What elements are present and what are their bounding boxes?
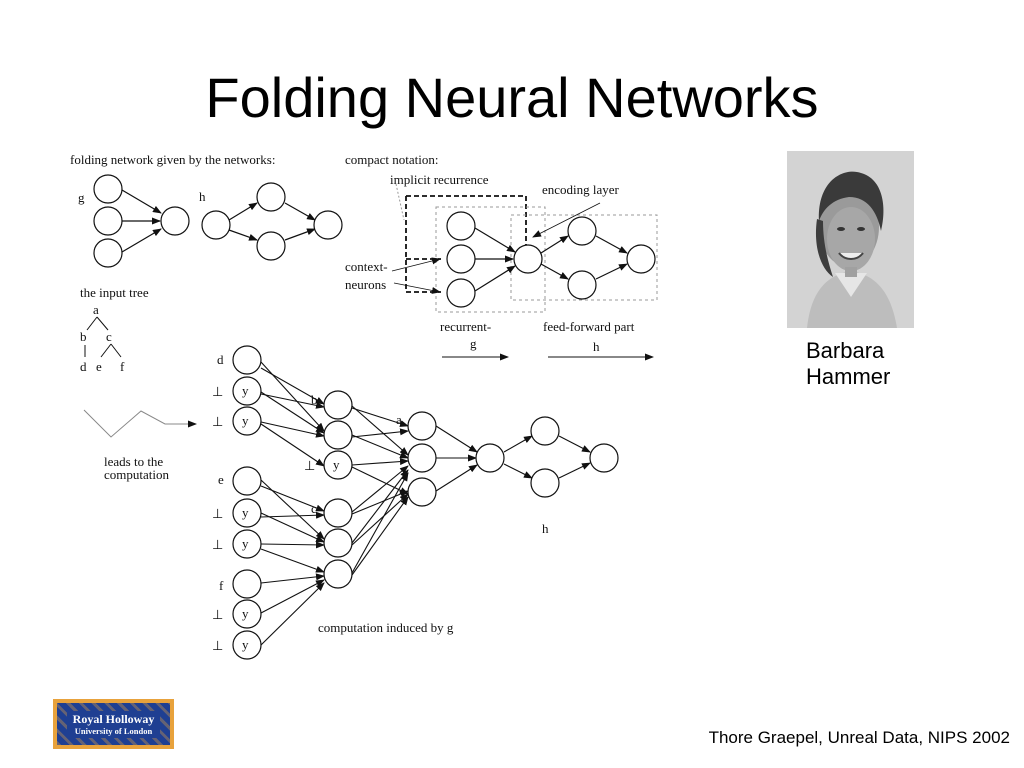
tree-node-b: b: [80, 329, 87, 344]
portrait-photo: [787, 151, 914, 328]
comp-label-c: c: [311, 501, 317, 516]
recurrent-label: recurrent-: [440, 319, 491, 334]
compact-network: [391, 202, 656, 308]
tree-node-f: f: [120, 359, 125, 374]
royal-holloway-logo: Royal Holloway University of London: [53, 699, 174, 749]
tree-node-e: e: [96, 359, 102, 374]
bottom-symbol: ⊥: [212, 414, 223, 429]
footer-credit: Thore Graepel, Unreal Data, NIPS 2002: [708, 728, 1010, 747]
network-h-label: h: [199, 189, 206, 204]
context-neurons-line1: context-: [345, 259, 388, 274]
tree-node-d: d: [80, 359, 87, 374]
y-node-label: y: [242, 606, 249, 621]
comp-label-d: d: [217, 352, 224, 367]
computation-edges: [260, 361, 591, 646]
leads-to-arrow: [83, 409, 197, 438]
comp-label-a: a: [396, 412, 402, 427]
comp-label-b: b: [311, 392, 318, 407]
context-neurons-line2: neurons: [345, 277, 386, 292]
computation-labels: d e f b c a h ⊥ ⊥ ⊥ ⊥ ⊥ ⊥ ⊥ y y y y y y …: [212, 352, 549, 653]
y-node-label: y: [242, 383, 249, 398]
input-tree: [84, 316, 122, 358]
logo-line2: University of London: [74, 725, 153, 736]
photo-caption-line1: Barbara: [806, 338, 885, 363]
network-g: [93, 174, 190, 268]
feedforward-label: feed-forward part: [543, 319, 635, 334]
leads-to-line2: computation: [104, 467, 169, 482]
input-tree-heading: the input tree: [80, 285, 149, 300]
y-node-label: y: [242, 413, 249, 428]
comp-label-f: f: [219, 578, 224, 593]
network-g-label: g: [78, 190, 85, 205]
comp-label-h: h: [542, 521, 549, 536]
bottom-symbol: ⊥: [212, 384, 223, 399]
tree-node-c: c: [106, 329, 112, 344]
encoding-layer-label: encoding layer: [542, 182, 620, 197]
y-node-label: y: [242, 505, 249, 520]
logo-line1: Royal Holloway: [72, 711, 155, 726]
y-node-label: y: [242, 536, 249, 551]
feedforward-h-label: h: [593, 339, 600, 354]
compact-dashed-boxes: [395, 183, 658, 313]
computation-caption: computation induced by g: [318, 620, 454, 635]
compact-heading: compact notation:: [345, 152, 439, 167]
y-node-label: y: [242, 637, 249, 652]
bottom-symbol: ⊥: [212, 607, 223, 622]
bottom-symbol: ⊥: [212, 638, 223, 653]
bottom-symbol: ⊥: [304, 458, 315, 473]
bottom-symbol: ⊥: [212, 537, 223, 552]
computation-nodes: [232, 345, 619, 660]
tree-node-a: a: [93, 302, 99, 317]
recurrent-g-label: g: [470, 336, 477, 351]
y-node-label: y: [333, 457, 340, 472]
leads-to-line1: leads to the: [104, 454, 163, 469]
implicit-recurrence-label: implicit recurrence: [390, 172, 489, 187]
photo-caption: Barbara Hammer: [806, 338, 890, 390]
slide-title: Folding Neural Networks: [205, 66, 819, 129]
bottom-symbol: ⊥: [212, 506, 223, 521]
comp-label-e: e: [218, 472, 224, 487]
photo-caption-line2: Hammer: [806, 364, 891, 389]
network-h: [201, 182, 343, 261]
networks-heading: folding network given by the networks:: [70, 152, 275, 167]
